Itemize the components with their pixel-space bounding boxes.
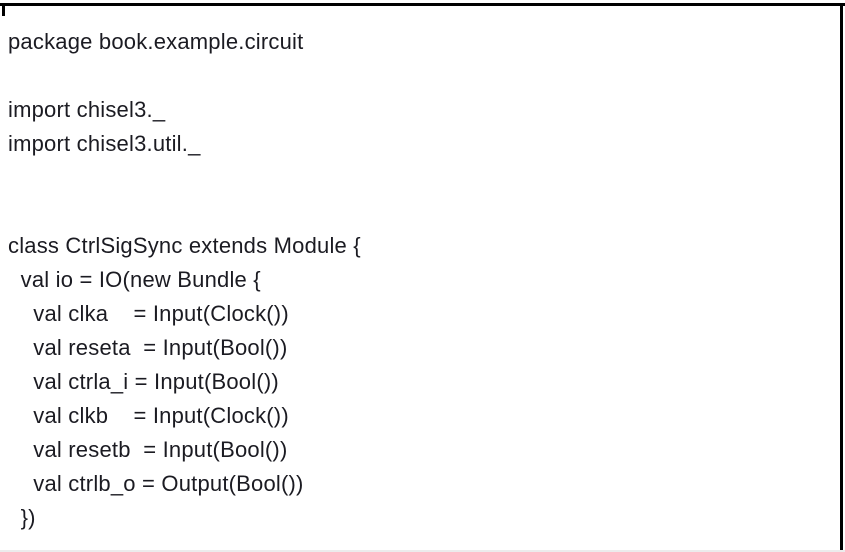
code-line: val clkb = Input(Clock()) (8, 403, 289, 428)
code-line: val reseta = Input(Bool()) (8, 335, 288, 360)
code-line: package book.example.circuit (8, 29, 304, 54)
code-line: val ctrla_i = Input(Bool()) (8, 369, 279, 394)
code-line: import chisel3._ (8, 97, 166, 122)
panel-border-bottom (0, 550, 845, 552)
code-line: val clka = Input(Clock()) (8, 301, 289, 326)
panel-border-right (840, 3, 843, 552)
panel-border-top (0, 3, 845, 6)
code-line: }) (8, 505, 36, 530)
code-line: val resetb = Input(Bool()) (8, 437, 288, 462)
code-line (8, 161, 835, 195)
code-block: package book.example.circuit import chise… (8, 25, 835, 535)
panel-border-left-stub (2, 3, 5, 16)
code-line: class CtrlSigSync extends Module { (8, 233, 361, 258)
code-line: import chisel3.util._ (8, 131, 201, 156)
code-line (8, 195, 835, 229)
code-line (8, 59, 835, 93)
code-line: val io = IO(new Bundle { (8, 267, 261, 292)
code-line: val ctrlb_o = Output(Bool()) (8, 471, 304, 496)
